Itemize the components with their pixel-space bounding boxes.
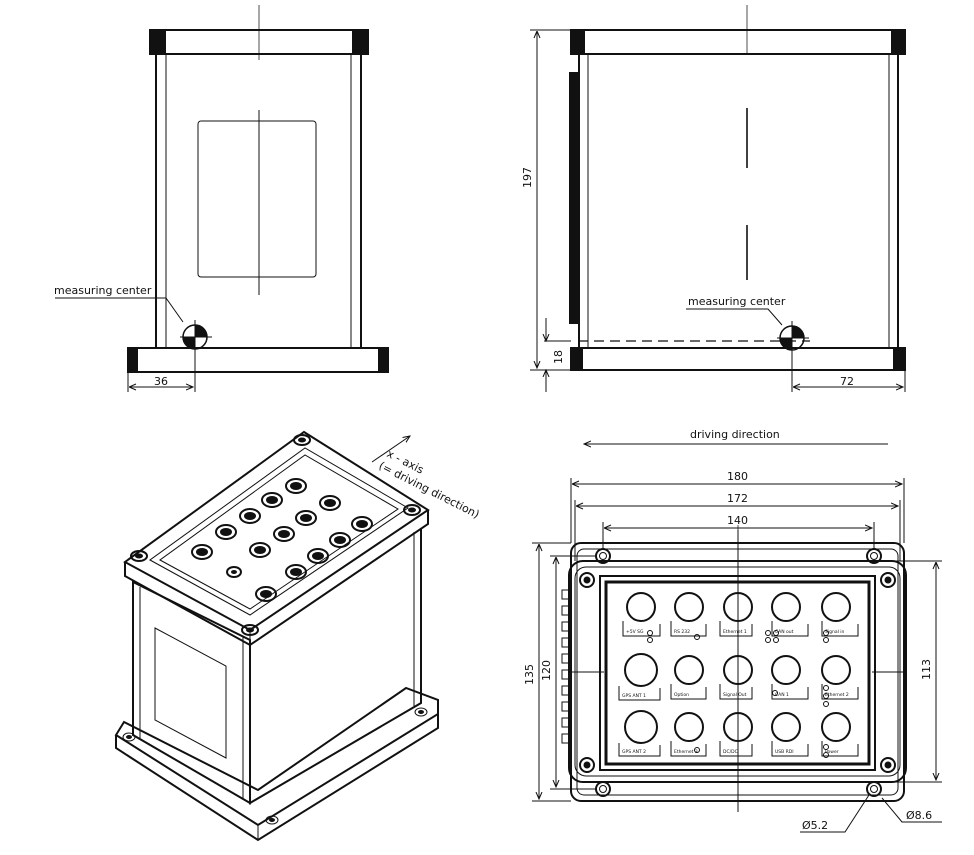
connector-label: Signal Out (723, 692, 747, 698)
dim-hole-spacing: 140 (727, 514, 748, 527)
connector-label: Ethernet 3 (674, 749, 698, 755)
connector-label: Power (825, 749, 839, 755)
connector: GPS ANT 2 (618, 710, 661, 757)
measuring-center-label: measuring center (688, 295, 786, 308)
top-view: +5V SG RS 232 Ethernet 1 CAN out Signal … (532, 444, 942, 833)
x-axis-sub-label: (= driving direction) (377, 459, 482, 521)
connector-label: Ethernet 2 (825, 692, 849, 698)
connector-grid: +5V SG RS 232 Ethernet 1 CAN out Signal … (618, 592, 859, 758)
connector: CAN out (771, 592, 809, 637)
front-view (55, 5, 389, 392)
connector: Power (821, 712, 859, 757)
connector-label: CAN out (775, 629, 794, 635)
connector: Option (670, 655, 707, 700)
isometric-view (114, 430, 439, 842)
connector: Signal Out (719, 655, 753, 700)
dim-side-offset: 72 (840, 375, 854, 388)
measuring-center-label: measuring center (54, 284, 152, 297)
connector: +5V SG (622, 592, 661, 637)
connector-label: RS 232 (674, 629, 690, 635)
dim-top-height-right: 113 (920, 659, 933, 680)
connector-label: DC/DC (723, 749, 738, 755)
connector: Ethernet 3 (670, 712, 707, 757)
connector-label: Ethernet 1 (723, 629, 747, 635)
connector: Ethernet 1 (719, 592, 753, 637)
side-ribs (561, 589, 570, 744)
dim-front-offset: 36 (154, 375, 168, 388)
dim-side-height: 197 (521, 167, 534, 188)
connector-label: USB RDI (775, 749, 794, 755)
iso-connectors (191, 478, 373, 602)
connector-label: GPS ANT 2 (622, 749, 646, 755)
dim-hole-small: Ø5.2 (802, 819, 828, 832)
connector: Signal in (821, 592, 859, 637)
connector-label: GPS ANT 1 (622, 693, 646, 699)
dim-top-height-inner: 120 (540, 660, 553, 681)
connector: GPS ANT 1 (618, 653, 661, 701)
connector-label: CAN 1 (775, 692, 789, 698)
connector: Ethernet 2 (821, 655, 859, 700)
dim-side-base: 18 (552, 350, 565, 364)
dim-hole-large: Ø8.6 (906, 809, 932, 822)
connector-label: +5V SG (626, 629, 644, 635)
dim-top-height-outer: 135 (523, 664, 536, 685)
dim-top-width-outer: 180 (727, 470, 748, 483)
connector: USB RDI (771, 712, 809, 757)
connector-label: Option (674, 692, 689, 698)
side-view (530, 5, 906, 392)
connector: CAN 1 (771, 655, 809, 700)
measuring-center-icon (777, 321, 809, 354)
driving-direction-label: driving direction (690, 428, 780, 441)
connector: DC/DC (719, 712, 753, 757)
connector-label: Signal in (825, 629, 845, 635)
dim-top-width-mid: 172 (727, 492, 748, 505)
connector: RS 232 (670, 592, 707, 637)
